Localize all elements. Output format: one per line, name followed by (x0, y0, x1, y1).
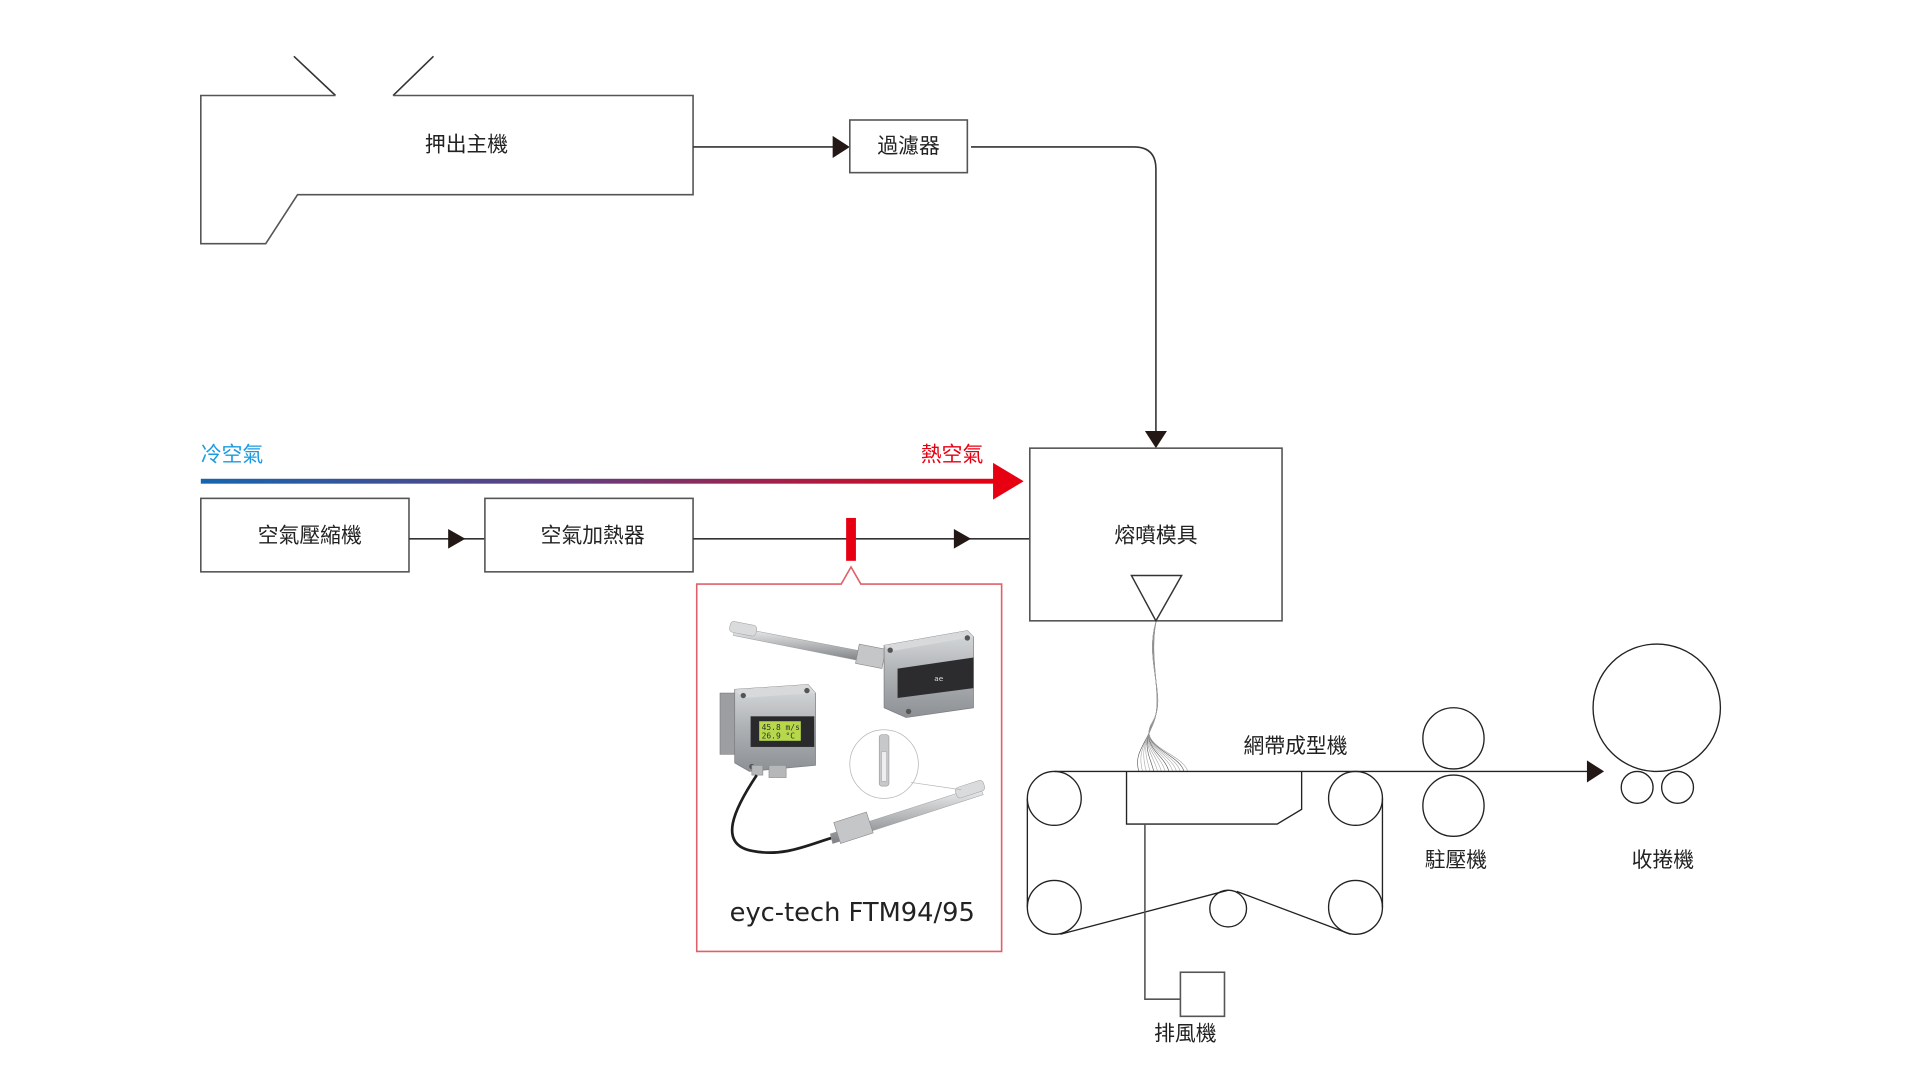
winding-roll-icon (1592, 643, 1722, 773)
display-reading-temperature: 26.9 °C (762, 731, 796, 740)
arrowhead-icon (832, 135, 850, 158)
filter-node[interactable]: 過濾器 (849, 119, 969, 174)
product-caption: eyc-tech FTM94/95 (730, 898, 975, 928)
web-former-node[interactable]: 網帶成型機 (1026, 734, 1590, 1000)
extruder-hopper-left (293, 55, 337, 97)
sensor-cable (730, 774, 834, 855)
exhaust-fan-label: 排風機 (1154, 1022, 1217, 1046)
fiber-strand (1148, 621, 1189, 772)
edge-extruder-filter (693, 135, 850, 158)
extruder-label: 押出主機 (425, 133, 508, 157)
transmitter-housing-display: 45.8 m/s 26.9 °C (719, 684, 816, 778)
extruder-hopper-right (392, 55, 435, 97)
air-compressor-label: 空氣壓縮機 (258, 523, 362, 547)
arrowhead-icon (1586, 760, 1605, 783)
roller-icon (1620, 770, 1654, 804)
exhaust-fan-box (1179, 971, 1226, 1018)
roller-icon (1026, 770, 1082, 826)
sensor-callout[interactable]: ae 45.8 m/s 26.9 °C (695, 565, 1003, 953)
web-former-label: 網帶成型機 (1244, 734, 1348, 758)
sensor-position-marker[interactable] (846, 517, 856, 561)
suction-box (1125, 771, 1303, 825)
meltblown-die-node[interactable]: 熔噴模具 (1029, 447, 1283, 623)
hot-air-label: 熱空氣 (921, 443, 983, 467)
calender-node[interactable]: 駐壓機 (1422, 707, 1488, 872)
air-heater-box (484, 497, 694, 573)
meltblown-die-label: 熔噴模具 (1114, 523, 1197, 547)
roller-icon (1026, 879, 1082, 935)
suction-duct (1144, 824, 1181, 1000)
cold-air-label: 冷空氣 (201, 443, 263, 467)
probe-tip-magnifier (849, 729, 962, 799)
svg-text:ae: ae (934, 674, 943, 683)
tension-roller-icon (1209, 889, 1248, 928)
air-heater-node[interactable]: 空氣加熱器 (484, 497, 694, 573)
roller-icon (1422, 774, 1485, 838)
extruder-node[interactable]: 押出主機 (200, 55, 694, 245)
winder-node[interactable]: 收捲機 (1592, 643, 1722, 872)
edge-heater-die (693, 528, 1030, 549)
fiber-stream (1137, 621, 1189, 772)
product-image: ae 45.8 m/s 26.9 °C (719, 621, 985, 855)
duct-probe-lower (829, 780, 985, 844)
extruder-body (200, 94, 694, 245)
air-temperature-gradient: 冷空氣 熱空氣 (200, 443, 1024, 500)
arrowhead-icon (953, 528, 972, 549)
display-reading-velocity: 45.8 m/s (762, 723, 800, 732)
transmitter-housing-upper: ae (883, 630, 974, 718)
fiber-strand (1148, 621, 1162, 772)
roller-icon (1422, 707, 1485, 770)
air-heater-label: 空氣加熱器 (541, 523, 645, 547)
filter-box (849, 119, 969, 174)
winder-label: 收捲機 (1632, 848, 1695, 872)
roller-icon (1327, 770, 1384, 826)
arrowhead-icon (448, 528, 466, 549)
filter-label: 過濾器 (877, 134, 940, 158)
air-compressor-node[interactable]: 空氣壓縮機 (200, 497, 410, 573)
roller-icon (1660, 770, 1695, 804)
nozzle-icon (1130, 574, 1183, 623)
hot-arrowhead-icon (993, 462, 1024, 500)
calender-label: 駐壓機 (1425, 848, 1488, 872)
gradient-bar (200, 478, 997, 484)
edge-filter-die (971, 146, 1167, 449)
exhaust-fan-node[interactable]: 排風機 (1154, 971, 1226, 1046)
air-compressor-box (200, 497, 410, 573)
arrowhead-icon (1144, 431, 1167, 449)
duct-probe-upper (729, 621, 887, 669)
edge-compressor-heater (408, 528, 485, 549)
roller-icon (1327, 879, 1384, 935)
